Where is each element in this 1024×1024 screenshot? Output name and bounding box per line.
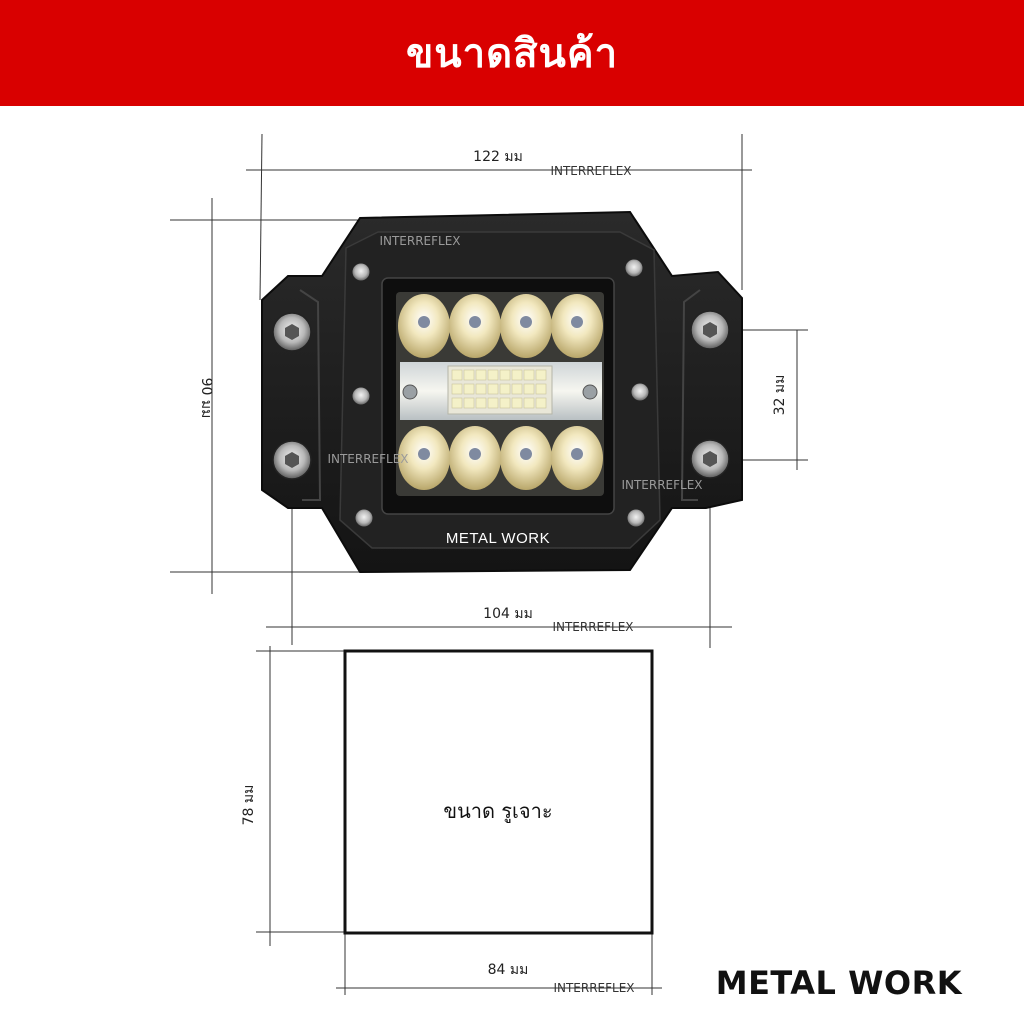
face-screws [351,258,650,528]
dim-cutout-height-label: 78 มม [241,785,257,826]
mounting-bolts [272,310,730,480]
product-brand-label: METAL WORK [446,530,550,547]
watermark-housing-left: INTERREFLEX [327,452,408,466]
dimension-lines [170,133,808,995]
cutout-label: ขนาด รูเจาะ [443,799,552,824]
footer-brand: METAL WORK [715,964,962,1002]
dim-cutout-width-label: 84 มม [488,962,529,978]
led-row-top [398,294,603,358]
led-strip-center [400,362,602,420]
led-row-bottom [398,426,603,490]
cutout-outline [343,649,654,935]
watermark-housing-right: INTERREFLEX [621,478,702,492]
page-title: ขนาดสินค้า [405,31,619,77]
dim-bolt-spacing-label: 32 มม [772,375,788,416]
watermark-housing-top: INTERREFLEX [379,234,460,248]
watermark-bottom: INTERREFLEX [553,981,634,995]
dim-bolt-span-label: 104 มม [483,606,533,622]
watermark-top: INTERREFLEX [550,164,631,178]
dim-width-total-label: 122 มม [473,149,523,165]
header-banner: ขนาดสินค้า [0,0,1024,106]
dim-height-total-label: 90 มม [198,378,214,419]
watermark-middle: INTERREFLEX [552,620,633,634]
